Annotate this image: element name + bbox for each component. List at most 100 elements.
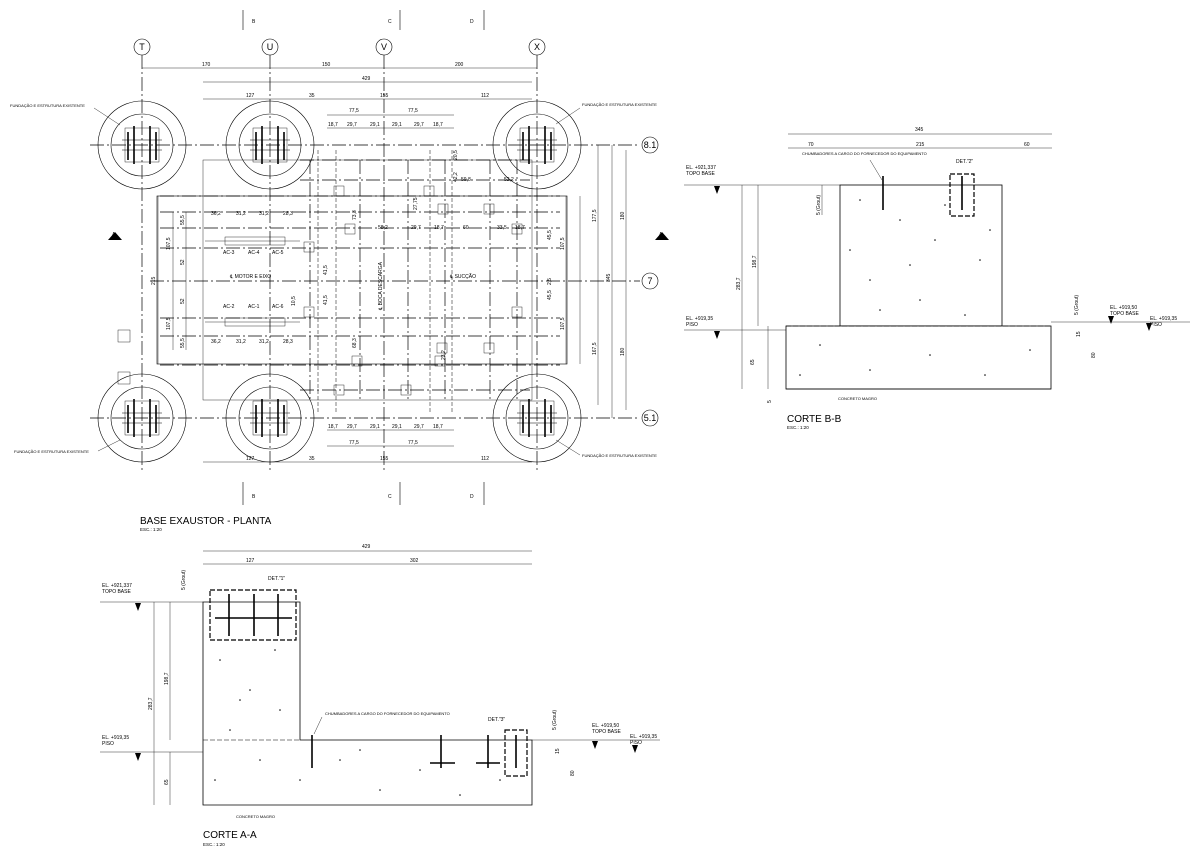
svg-text:167,5: 167,5 xyxy=(592,342,598,355)
cut-mark-a-right: A xyxy=(655,232,669,240)
svg-text:15: 15 xyxy=(555,748,561,754)
svg-text:155: 155 xyxy=(380,456,389,462)
svg-text:EL. +921,337: EL. +921,337 xyxy=(102,583,132,589)
svg-text:65: 65 xyxy=(164,779,170,785)
svg-text:29,1: 29,1 xyxy=(392,122,402,128)
svg-text:112: 112 xyxy=(481,93,489,99)
svg-text:EL. +919,35: EL. +919,35 xyxy=(1150,316,1177,322)
svg-text:80: 80 xyxy=(1091,352,1097,358)
svg-text:29,7: 29,7 xyxy=(347,122,357,128)
svg-text:198,7: 198,7 xyxy=(164,672,170,685)
section-mark-b-bottom: B xyxy=(242,482,256,505)
svg-text:77,5: 77,5 xyxy=(349,440,359,446)
svg-text:35: 35 xyxy=(309,456,315,462)
svg-text:PISO: PISO xyxy=(102,741,114,747)
svg-text:B: B xyxy=(252,19,256,25)
svg-text:TOPO BASE: TOPO BASE xyxy=(686,171,715,177)
svg-text:60: 60 xyxy=(1024,142,1030,148)
svg-text:PISO: PISO xyxy=(1150,322,1162,328)
svg-text:345: 345 xyxy=(606,273,612,282)
plan-view: B C D B C D A A xyxy=(10,10,669,532)
section-aa-scale: ESC.: 1:20 xyxy=(203,842,225,847)
svg-text:31,2: 31,2 xyxy=(236,211,246,217)
svg-text:℄ BOCA DESCARGA: ℄ BOCA DESCARGA xyxy=(378,261,384,311)
grid-bubble-v: V xyxy=(375,38,393,56)
existing-foundation-bx xyxy=(492,373,582,463)
svg-text:TOPO BASE: TOPO BASE xyxy=(102,589,131,595)
svg-text:177,5: 177,5 xyxy=(592,209,598,222)
foundation-note-bl: FUNDAÇÃO E ESTRUTURA EXISTENTE xyxy=(14,449,89,454)
svg-text:CHUMBADORES A CARGO DO FORNECE: CHUMBADORES A CARGO DO FORNECEDOR DO EQU… xyxy=(325,711,450,716)
svg-text:PISO: PISO xyxy=(630,740,642,746)
svg-text:CHUMBADORES A CARGO DO FORNECE: CHUMBADORES A CARGO DO FORNECEDOR DO EQU… xyxy=(802,151,927,156)
section-aa: 429 127 302 DET."1" DET."3" CHUMBADORES … xyxy=(100,544,660,847)
svg-text:180: 180 xyxy=(620,211,626,220)
svg-text:29,7: 29,7 xyxy=(414,424,424,430)
grid-bubble-t: T xyxy=(133,38,151,56)
svg-text:29,1: 29,1 xyxy=(370,122,380,128)
svg-text:33,5: 33,5 xyxy=(497,225,507,231)
svg-text:68,3: 68,3 xyxy=(352,338,358,348)
svg-text:302: 302 xyxy=(410,558,419,564)
svg-text:20,5: 20,5 xyxy=(453,150,459,160)
section-mark-c-bottom: C xyxy=(388,482,401,505)
svg-text:AC-6: AC-6 xyxy=(272,304,284,310)
svg-text:107,5: 107,5 xyxy=(166,317,172,330)
svg-text:29,1: 29,1 xyxy=(370,424,380,430)
grid-bubble-8-1: 8.1 xyxy=(641,136,659,154)
svg-text:U: U xyxy=(267,42,274,52)
section-mark-b-top: B xyxy=(242,10,256,30)
svg-text:5.1: 5.1 xyxy=(644,413,657,423)
svg-text:77,5: 77,5 xyxy=(408,440,418,446)
svg-text:77,5: 77,5 xyxy=(349,108,359,114)
svg-text:AC-5: AC-5 xyxy=(272,250,284,256)
svg-text:2,5: 2,5 xyxy=(547,278,553,285)
svg-text:36,2: 36,2 xyxy=(211,339,221,345)
svg-text:10,5: 10,5 xyxy=(291,296,297,306)
svg-text:AC-3: AC-3 xyxy=(223,250,235,256)
svg-text:127: 127 xyxy=(246,93,255,99)
section-bb-title: CORTE B-B xyxy=(787,414,842,425)
svg-text:℄ MOTOR E EIXO: ℄ MOTOR E EIXO xyxy=(229,274,271,280)
foundation-note-tl: FUNDAÇÃO E ESTRUTURA EXISTENTE xyxy=(10,103,85,108)
detail-3-label: DET."3" xyxy=(488,717,505,723)
foundation-note-tr: FUNDAÇÃO E ESTRUTURA EXISTENTE xyxy=(582,102,657,107)
svg-text:52,2: 52,2 xyxy=(504,177,514,183)
existing-foundation-tx xyxy=(492,100,582,190)
svg-text:T: T xyxy=(139,42,145,52)
svg-text:429: 429 xyxy=(362,544,371,550)
svg-text:31,2: 31,2 xyxy=(236,339,246,345)
svg-text:55,5: 55,5 xyxy=(180,338,186,348)
svg-text:58,2: 58,2 xyxy=(378,225,388,231)
section-mark-d-top: D xyxy=(470,10,485,30)
anchor-plates xyxy=(117,185,523,396)
svg-text:℄ SUCÇÃO: ℄ SUCÇÃO xyxy=(449,273,476,280)
svg-text:29,7: 29,7 xyxy=(347,424,357,430)
svg-text:A: A xyxy=(659,232,663,238)
svg-text:77,5: 77,5 xyxy=(408,108,418,114)
svg-text:AC-4: AC-4 xyxy=(248,250,260,256)
svg-text:D: D xyxy=(470,19,474,25)
svg-text:TOPO BASE: TOPO BASE xyxy=(592,729,621,735)
svg-text:155: 155 xyxy=(380,93,389,99)
svg-text:18,7: 18,7 xyxy=(434,225,444,231)
svg-text:TOPO BASE: TOPO BASE xyxy=(1110,311,1139,317)
svg-text:45,5: 45,5 xyxy=(547,230,553,240)
svg-text:41,5: 41,5 xyxy=(323,265,329,275)
svg-text:28,3: 28,3 xyxy=(283,211,293,217)
svg-text:36,2: 36,2 xyxy=(211,211,221,217)
svg-text:107,5: 107,5 xyxy=(166,237,172,250)
svg-text:200: 200 xyxy=(455,62,464,68)
svg-text:215: 215 xyxy=(916,142,925,148)
svg-text:45,5: 45,5 xyxy=(547,290,553,300)
grid-bubble-5-1: 5.1 xyxy=(641,409,659,427)
svg-text:EL. +919,35: EL. +919,35 xyxy=(102,735,129,741)
svg-text:CONCRETO MAGRO: CONCRETO MAGRO xyxy=(838,396,877,401)
section-bb-scale: ESC.: 1:20 xyxy=(787,425,809,430)
svg-text:70: 70 xyxy=(808,142,814,148)
svg-text:65: 65 xyxy=(750,359,756,365)
existing-foundation-bl xyxy=(97,373,187,463)
existing-foundation-tl xyxy=(97,100,187,190)
svg-text:EL. +919,35: EL. +919,35 xyxy=(630,734,657,740)
